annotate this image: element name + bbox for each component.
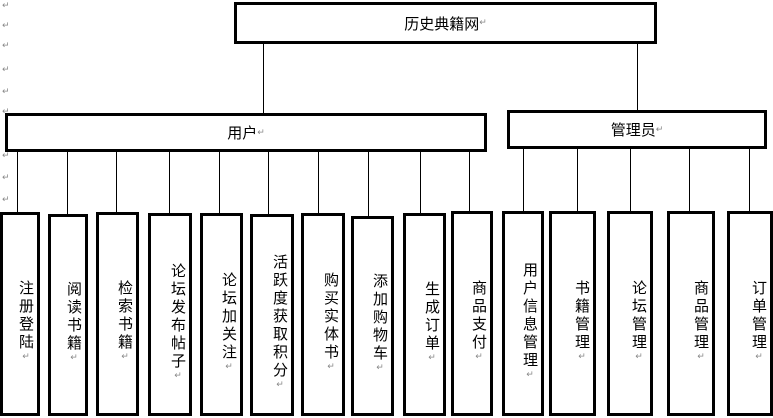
admin-child-label: 书籍管理	[573, 279, 591, 352]
connector-user-5	[268, 151, 269, 215]
connector-user-8	[420, 151, 421, 214]
connector-admin-2	[630, 148, 631, 212]
paragraph-mark: ↵	[474, 351, 484, 362]
paragraph-mark: ↵	[2, 107, 10, 117]
connector-user-6	[318, 151, 319, 214]
paragraph-mark: ↵	[375, 363, 385, 373]
paragraph-mark: ↵	[2, 151, 10, 161]
paragraph-mark: ↵	[2, 21, 10, 31]
connector-user-9	[469, 151, 470, 212]
user-child-label: 论坛发布帖子	[169, 262, 187, 371]
paragraph-mark: ↵	[577, 351, 587, 362]
paragraph-mark: ↵	[326, 361, 336, 372]
paragraph-mark: ↵	[2, 87, 10, 97]
user-child-box: 添加购物车↵	[351, 216, 394, 416]
admin-node: 管理员↵	[507, 110, 767, 149]
admin-child-label: 用户信息管理	[521, 261, 539, 370]
user-child-box: 阅读书籍↵	[48, 214, 88, 416]
admin-child-label: 订单管理	[750, 279, 768, 352]
paragraph-mark: ↵	[634, 351, 644, 362]
user-child-label: 注册登陆	[17, 280, 35, 352]
admin-child-label: 论坛管理	[630, 279, 648, 352]
admin-child-box: 商品管理↵	[667, 211, 715, 416]
user-child-label: 生成订单	[423, 280, 441, 353]
user-child-box: 注册登陆↵	[0, 212, 40, 416]
connector-user-1	[67, 151, 68, 215]
user-child-box: 论坛发布帖子↵	[148, 213, 192, 416]
connector-root-admin	[637, 43, 638, 111]
paragraph-mark: ↵	[257, 127, 265, 138]
user-label: 用户	[227, 124, 258, 142]
paragraph-mark: ↵	[275, 380, 285, 390]
user-node: 用户↵	[5, 113, 487, 152]
connector-user-0	[17, 151, 18, 213]
admin-child-box: 论坛管理↵	[607, 211, 653, 416]
user-child-box: 活跃度获取积分↵	[250, 214, 294, 416]
paragraph-mark: ↵	[655, 124, 664, 135]
user-child-box: 检索书籍↵	[96, 212, 139, 416]
paragraph-mark: ↵	[2, 65, 10, 75]
user-child-box: 商品支付↵	[451, 211, 493, 416]
paragraph-mark: ↵	[427, 352, 437, 363]
admin-child-box: 订单管理↵	[727, 211, 773, 416]
paragraph-mark: ↵	[525, 369, 535, 380]
user-child-label: 活跃度获取积分	[271, 254, 289, 380]
connector-admin-1	[577, 148, 578, 212]
connector-admin-3	[689, 148, 690, 212]
user-child-box: 购买实体书↵	[301, 213, 345, 416]
paragraph-mark: ↵	[479, 18, 487, 28]
root-label: 历史典籍网	[404, 14, 480, 33]
paragraph-mark: ↵	[696, 351, 706, 362]
connector-user-7	[368, 151, 369, 217]
connector-admin-0	[523, 148, 524, 212]
admin-label: 管理员	[610, 121, 656, 139]
connector-root-user	[263, 43, 264, 114]
paragraph-mark: ↵	[120, 352, 130, 362]
paragraph-mark: ↵	[2, 195, 10, 205]
paragraph-mark: ↵	[2, 41, 10, 51]
user-child-box: 论坛加关注↵	[200, 213, 243, 416]
connector-user-3	[169, 151, 170, 214]
user-child-label: 购买实体书	[322, 271, 340, 362]
user-child-box: 生成订单↵	[403, 213, 446, 416]
paragraph-mark: ↵	[224, 361, 234, 372]
admin-child-box: 书籍管理↵	[549, 211, 596, 416]
user-child-label: 阅读书籍	[65, 281, 83, 353]
user-child-label: 论坛加关注	[220, 271, 238, 362]
paragraph-mark: ↵	[2, 1, 10, 11]
paragraph-mark: ↵	[21, 352, 31, 362]
paragraph-mark: ↵	[69, 353, 79, 363]
user-child-label: 添加购物车	[371, 273, 389, 363]
connector-user-2	[116, 151, 117, 213]
connector-user-4	[219, 151, 220, 214]
paragraph-mark: ↵	[2, 173, 10, 183]
root-node: 历史典籍网↵	[234, 2, 657, 44]
admin-child-box: 用户信息管理↵	[502, 211, 544, 416]
connector-admin-4	[749, 148, 750, 212]
admin-child-label: 商品管理	[692, 279, 710, 352]
user-child-label: 检索书籍	[116, 280, 134, 352]
paragraph-mark: ↵	[173, 370, 183, 381]
user-child-label: 商品支付	[470, 279, 488, 352]
paragraph-mark: ↵	[754, 351, 764, 362]
